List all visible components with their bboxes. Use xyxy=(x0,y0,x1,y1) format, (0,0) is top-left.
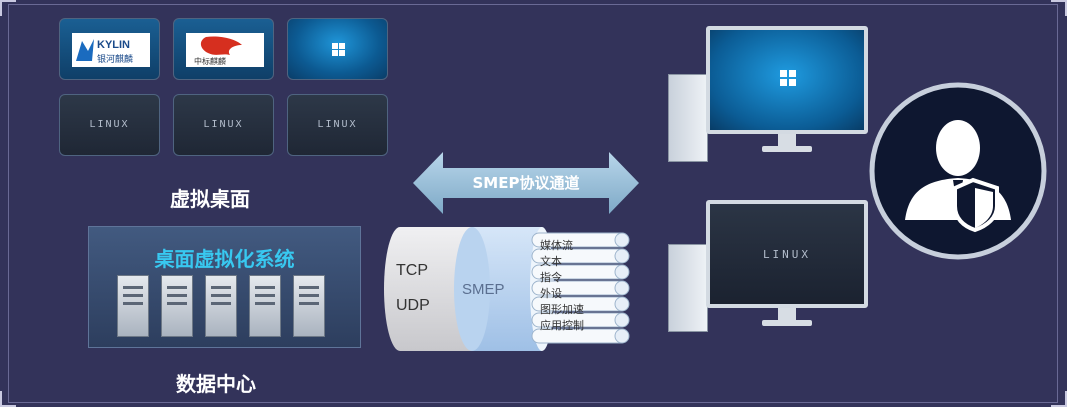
subchannel-label: 媒体流 xyxy=(540,239,573,252)
top-monitor-screen xyxy=(706,26,868,134)
server-icon xyxy=(205,275,237,337)
tile-neokylin: 中标麒麟 xyxy=(173,18,274,80)
server-icon xyxy=(249,275,281,337)
kylin-logo: KYLIN 银河麒麟 xyxy=(72,33,150,67)
tile-linux: LINUX xyxy=(287,94,388,156)
monitor-stand xyxy=(778,308,796,320)
tcp-label: TCP xyxy=(396,262,428,279)
virtual-desktop-caption: 虚拟桌面 xyxy=(170,187,250,211)
subchannel-label: 指令 xyxy=(540,271,562,284)
subchannel-label: 图形加速 xyxy=(540,303,584,316)
svg-text:中标麒麟: 中标麒麟 xyxy=(194,56,226,66)
pc-tower xyxy=(668,244,708,332)
tile-linux: LINUX xyxy=(59,94,160,156)
linux-label: LINUX xyxy=(317,119,358,130)
server-icon xyxy=(161,275,193,337)
double-arrow-icon xyxy=(413,152,639,214)
subchannel-label: 文本 xyxy=(540,255,562,268)
tile-linux: LINUX xyxy=(173,94,274,156)
corner-mark xyxy=(1051,0,1067,16)
monitor-base xyxy=(762,146,812,152)
slide-frame xyxy=(8,4,1058,403)
pc-tower xyxy=(668,74,708,162)
tile-kylin: KYLIN 银河麒麟 xyxy=(59,18,160,80)
server-icon xyxy=(293,275,325,337)
neokylin-logo: 中标麒麟 xyxy=(186,33,264,67)
monitor-stand xyxy=(778,134,796,146)
smep-label: SMEP xyxy=(462,281,505,298)
datacenter-panel: 桌面虚拟化系统 xyxy=(88,226,361,348)
server-icon xyxy=(117,275,149,337)
tile-windows xyxy=(287,18,388,80)
svg-text:银河麒麟: 银河麒麟 xyxy=(97,53,133,65)
monitor-base xyxy=(762,320,812,326)
windows-icon xyxy=(780,70,796,86)
security-user-icon xyxy=(869,82,1047,260)
datacenter-caption: 数据中心 xyxy=(176,372,256,396)
svg-text:KYLIN: KYLIN xyxy=(97,39,130,51)
corner-mark xyxy=(0,0,16,16)
windows-icon xyxy=(332,43,345,56)
udp-label: UDP xyxy=(396,297,430,314)
linux-label: LINUX xyxy=(89,119,130,130)
arrow-label: SMEP协议通道 xyxy=(472,174,580,192)
subchannel-label: 外设 xyxy=(540,287,562,300)
corner-mark xyxy=(1051,391,1067,407)
linux-label: LINUX xyxy=(203,119,244,130)
bottom-monitor-screen: LINUX xyxy=(706,200,868,308)
protocol-cable xyxy=(384,227,630,351)
linux-label: LINUX xyxy=(762,248,812,261)
subchannel-label: 应用控制 xyxy=(540,319,584,332)
corner-mark xyxy=(0,391,16,407)
system-title: 桌面虚拟化系统 xyxy=(154,247,295,271)
